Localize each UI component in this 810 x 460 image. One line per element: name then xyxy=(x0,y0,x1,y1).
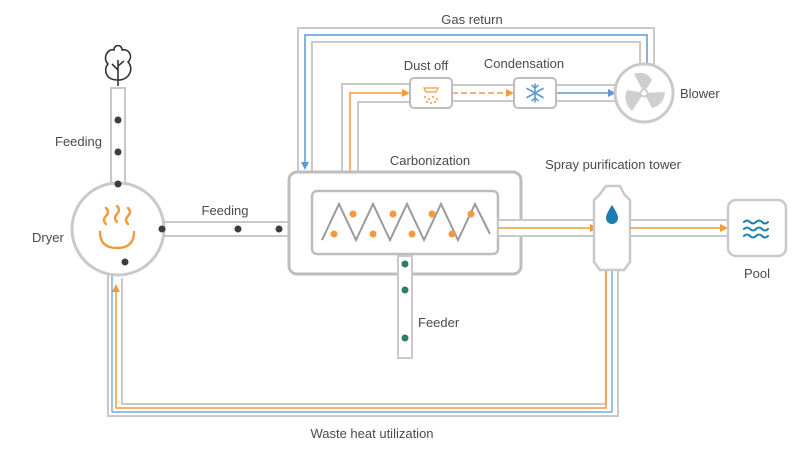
carbonization-unit xyxy=(287,170,523,276)
blower-unit xyxy=(613,62,675,124)
spray-tower-unit xyxy=(592,184,632,272)
droplet-icon xyxy=(606,205,618,224)
gas-return-loop xyxy=(297,27,655,172)
feeder-dot xyxy=(401,286,409,294)
gas-return-label: Gas return xyxy=(441,12,502,27)
feeder-dot xyxy=(401,260,409,268)
pool-label: Pool xyxy=(744,266,770,281)
feed-dot xyxy=(121,258,129,266)
dust-icon xyxy=(423,87,439,104)
pipe-carbonization-to-tower xyxy=(497,219,599,237)
blower-label: Blower xyxy=(680,86,720,101)
spray-tower-label: Spray purification tower xyxy=(545,157,682,172)
feed-dot xyxy=(114,148,122,156)
feeding-vertical-label: Feeding xyxy=(55,134,102,149)
material-dots xyxy=(330,210,475,238)
pipe-condensation-to-blower xyxy=(555,84,617,102)
feeder-label: Feeder xyxy=(418,315,460,330)
snowflake-icon xyxy=(526,83,544,103)
feed-dot xyxy=(158,225,166,233)
feeder-dot xyxy=(401,334,409,342)
pool-unit xyxy=(726,198,788,258)
dust-off-unit xyxy=(409,77,453,109)
dryer-unit xyxy=(70,180,166,277)
steam-icon xyxy=(98,204,136,250)
feed-dot xyxy=(114,180,122,188)
feed-dot xyxy=(234,225,242,233)
feeding-horizontal-label: Feeding xyxy=(202,203,249,218)
tree-icon xyxy=(104,44,132,86)
exhaust-pipe xyxy=(341,83,410,172)
feeding-pipe-vertical xyxy=(110,87,126,189)
pipe-tower-to-pool xyxy=(629,219,729,237)
feeder-pipe xyxy=(397,255,413,359)
waves-icon xyxy=(743,219,769,239)
waste-heat-label: Waste heat utilization xyxy=(310,426,433,441)
condensation-unit xyxy=(513,77,557,109)
dust-off-label: Dust off xyxy=(404,58,449,73)
dryer-label: Dryer xyxy=(32,230,64,245)
carbonization-label: Carbonization xyxy=(390,153,470,168)
condensation-label: Condensation xyxy=(484,56,564,71)
feed-dot xyxy=(275,225,283,233)
pipe-dust-to-condensation xyxy=(451,84,515,102)
waste-heat-loop xyxy=(107,262,619,417)
feed-dot xyxy=(114,116,122,124)
fan-icon xyxy=(625,72,665,111)
